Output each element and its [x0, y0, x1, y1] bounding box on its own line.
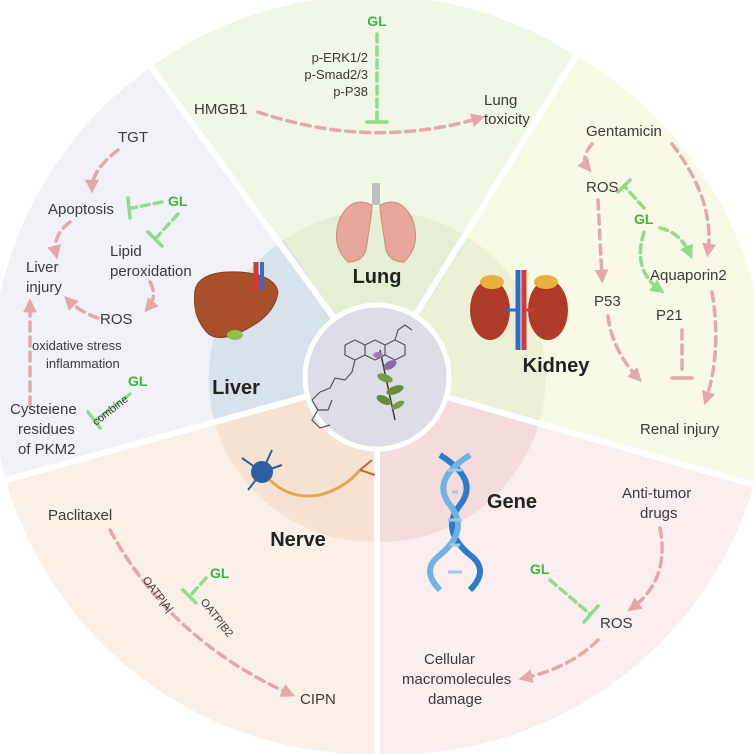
liver-cys-line3: of PKM2: [18, 441, 76, 458]
nerve-cell-icon: [241, 449, 376, 498]
liver-tgt-apoptosis-arrow: [85, 148, 120, 194]
kidney-gl-ros-inhibit: [624, 186, 646, 210]
lung-icon: [335, 183, 417, 263]
kidney-label: Kidney: [523, 355, 591, 377]
lung-target-1: p-ERK1/2: [312, 50, 368, 65]
liver-lipid-ros-arrow: [144, 280, 159, 313]
kidney-aquaporin-renal-arrow: [701, 290, 718, 406]
liver-gl-lipid-bar: [146, 230, 164, 248]
gene-outcome-line2: macromolecules: [402, 671, 511, 688]
liver-stress-line2: inflammation: [46, 356, 120, 371]
nerve-gl-inhibit-line: [188, 576, 208, 598]
lung-target-2: p-Smad2/3: [304, 67, 368, 82]
liver-gl-pkm2-bar: [86, 410, 102, 430]
dna-helix-icon: [427, 452, 483, 593]
liver-gl-pkm2-line: [94, 392, 132, 422]
kidney-p53: P53: [594, 293, 621, 310]
liver-label: Liver: [212, 377, 260, 399]
nerve-paclitaxel: Paclitaxel: [48, 507, 112, 524]
kidney-ros-p53-arrow: [594, 198, 609, 284]
gene-gl-inhibit-line: [548, 578, 592, 616]
molecule-structure-icon: [311, 324, 413, 429]
kidney-gl-label: GL: [634, 211, 654, 227]
kidney-aquaporin: Aquaporin2: [650, 267, 727, 284]
gene-pathway: Anti-tumor drugs GL ROS Cellular macromo…: [402, 485, 691, 708]
gene-gl-label: GL: [530, 561, 550, 577]
liver-gl-apoptosis-inhibit: [130, 200, 164, 210]
liver-apoptosis: Apoptosis: [48, 201, 114, 218]
gene-gl-inhibit-bar: [582, 604, 600, 624]
liver-icon: [194, 262, 279, 340]
kidney-gl-ros-bar: [616, 178, 632, 194]
lung-source-hmgb1: HMGB1: [194, 101, 247, 118]
kidney-ros: ROS: [586, 179, 619, 196]
kidney-p21: P21: [656, 307, 683, 324]
kidney-p53-renal-arrow: [606, 314, 642, 383]
liver-lipid-line2: peroxidation: [110, 263, 192, 280]
nerve-label: Nerve: [270, 529, 326, 551]
lung-sector-outer: [151, 0, 576, 377]
liver-cys-line2: residues: [18, 421, 75, 438]
liver-cys-line1: Cysteiene: [10, 401, 77, 418]
liver-apoptosis-injury-arrow: [47, 220, 72, 260]
kidney-icon: [470, 270, 568, 350]
gene-source-line2: drugs: [640, 505, 678, 522]
kidney-gentamicin-ros-arrow: [577, 142, 594, 173]
liver-injury-line1: Liver: [26, 259, 59, 276]
gene-ros-damage-arrow: [518, 638, 600, 684]
gene-ros: ROS: [600, 615, 633, 632]
kidney-pathway: Gentamicin ROS GL Aquaporin2 P53 P21 Ren…: [577, 123, 727, 438]
liver-gl-lipid-inhibit: [154, 212, 180, 240]
kidney-source-gentamicin: Gentamicin: [586, 123, 662, 140]
gene-source-line1: Anti-tumor: [622, 485, 691, 502]
liver-ros: ROS: [100, 311, 133, 328]
lung-gl-label: GL: [367, 13, 387, 29]
liver-lipid-line1: Lipid: [110, 243, 142, 260]
liver-stress-line1: oxidative stress: [32, 338, 122, 353]
kidney-gentamicin-aquaporin-arrow: [670, 142, 717, 258]
lung-sector-mid: [284, 210, 472, 377]
kidney-gl-aquaporin-arrow: [658, 226, 693, 260]
licorice-plant-icon: [373, 349, 405, 421]
liver-tgt: TGT: [118, 129, 148, 146]
lung-target-line2: toxicity: [484, 111, 530, 128]
gene-outcome-line1: Cellular: [424, 651, 475, 668]
gene-outcome-line3: damage: [428, 691, 482, 708]
nerve-paclitaxel-cipn-arrow: [108, 528, 296, 697]
lung-pathway: GL p-ERK1/2 p-Smad2/3 p-P38 HMGB1 Lung t…: [194, 13, 530, 135]
gene-drugs-ros-arrow: [627, 526, 664, 612]
liver-gl-label-2: GL: [128, 373, 148, 389]
lung-label: Lung: [353, 266, 402, 288]
nerve-gl-inhibit-bar: [181, 588, 198, 605]
lung-target-line1: Lung: [484, 92, 517, 109]
center-molecule: [302, 302, 452, 452]
liver-gl-apoptosis-bar: [126, 196, 132, 220]
gene-label: Gene: [487, 491, 537, 513]
kidney-renal-injury: Renal injury: [640, 421, 720, 438]
kidney-gl-p21-arrow: [638, 230, 665, 294]
nerve-gl-label: GL: [210, 565, 230, 581]
liver-injury-line2: injury: [26, 279, 62, 296]
lung-hmgb1-arrow: [256, 110, 486, 135]
nerve-cipn: CIPN: [300, 691, 336, 708]
liver-ros-injury-arrow: [64, 296, 100, 320]
liver-gl-label-1: GL: [168, 193, 188, 209]
lung-target-3: p-P38: [333, 84, 368, 99]
